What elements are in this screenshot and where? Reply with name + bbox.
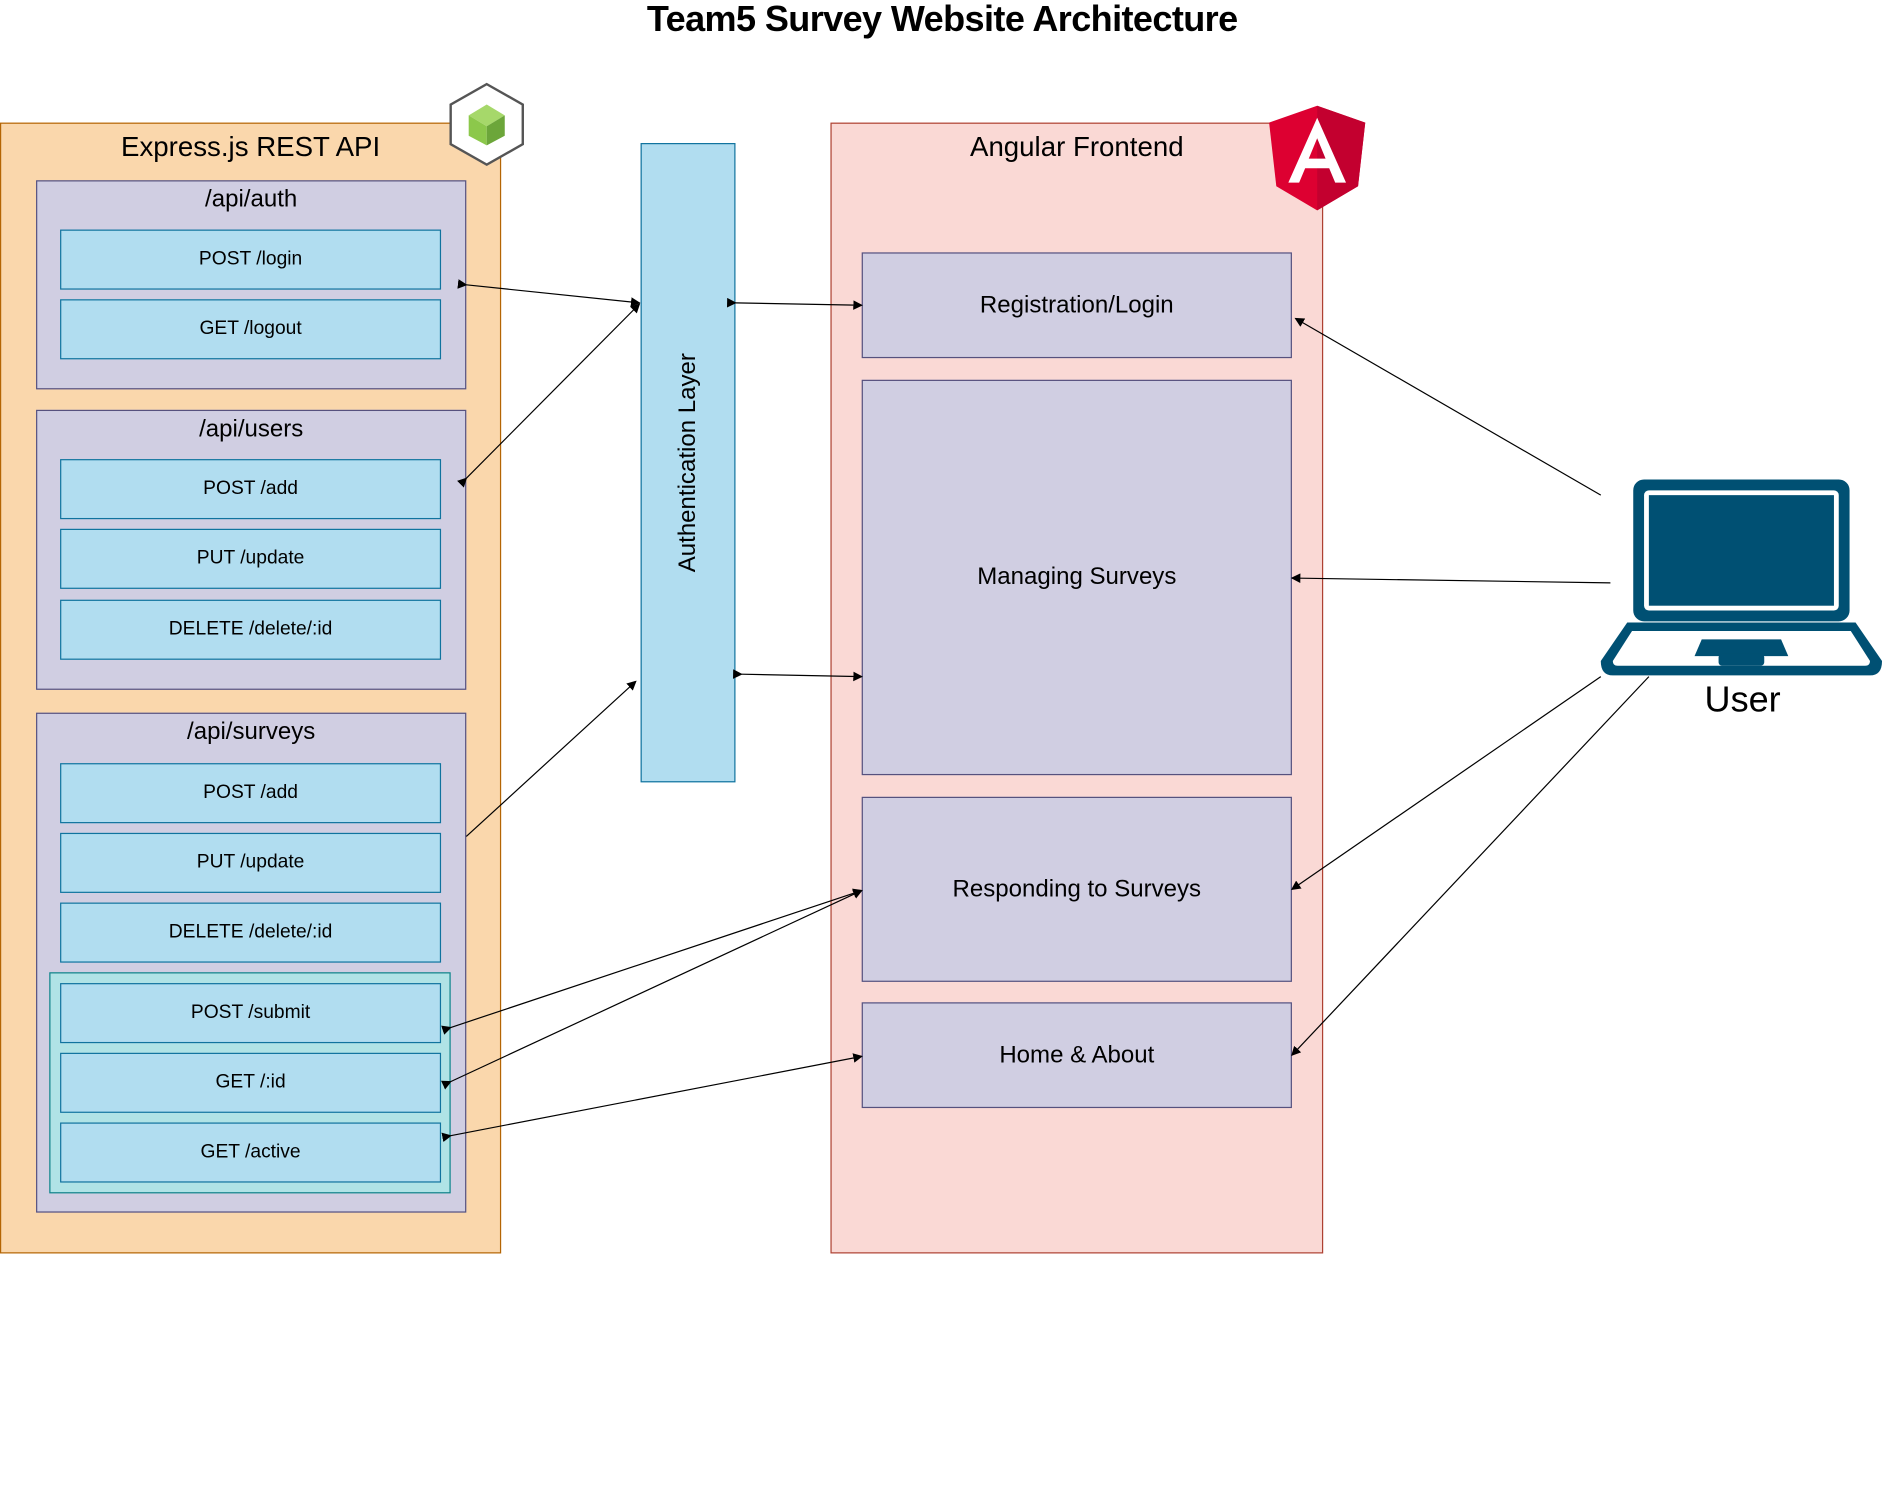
endpoint-surveys-submit: POST /submit bbox=[60, 983, 442, 1044]
connector-user-to-managing bbox=[1290, 573, 1611, 584]
authentication-layer: Authentication Layer bbox=[640, 143, 736, 783]
endpoint-surveys-get-active: GET /active bbox=[60, 1122, 442, 1183]
api-surveys-group-title: /api/surveys bbox=[187, 718, 316, 746]
connector-user-to-responding bbox=[1290, 676, 1602, 891]
endpoint-users-update: PUT /update bbox=[60, 528, 442, 589]
connector-user-to-home bbox=[1291, 676, 1650, 1057]
connectors bbox=[441, 279, 1650, 1143]
express-panel-title: Express.js REST API bbox=[121, 130, 381, 163]
connector-active-to-home bbox=[441, 1053, 863, 1143]
api-users-group-title: /api/users bbox=[199, 415, 304, 443]
connector-layer-to-registration bbox=[726, 297, 863, 310]
angular-icon bbox=[1269, 105, 1366, 211]
connector-user-to-registration bbox=[1294, 317, 1602, 496]
connector-submit-to-responding bbox=[441, 888, 863, 1035]
endpoint-surveys-update: PUT /update bbox=[60, 832, 442, 893]
endpoint-surveys-add: POST /add bbox=[60, 763, 442, 824]
connector-layer-to-managing bbox=[733, 669, 863, 682]
connector-auth-to-layer bbox=[457, 279, 641, 307]
connector-getid-to-responding bbox=[441, 889, 863, 1090]
endpoint-users-add: POST /add bbox=[60, 459, 442, 520]
connector-users-to-layer bbox=[456, 303, 641, 488]
endpoint-users-delete: DELETE /delete/:id bbox=[60, 599, 442, 660]
nodejs-icon bbox=[449, 82, 524, 167]
connector-surveys-to-layer bbox=[465, 680, 637, 837]
laptop-icon bbox=[1600, 479, 1883, 676]
fe-registration-login: Registration/Login bbox=[861, 252, 1292, 359]
angular-panel-title: Angular Frontend bbox=[970, 130, 1184, 163]
endpoint-auth-login: POST /login bbox=[60, 229, 442, 290]
endpoint-surveys-delete: DELETE /delete/:id bbox=[60, 902, 442, 963]
user-label: User bbox=[1704, 680, 1781, 720]
fe-home-about: Home & About bbox=[861, 1002, 1292, 1109]
diagram-title: Team5 Survey Website Architecture bbox=[646, 0, 1238, 40]
api-auth-group-title: /api/auth bbox=[205, 186, 298, 213]
fe-managing-surveys: Managing Surveys bbox=[861, 379, 1292, 776]
endpoint-auth-logout: GET /logout bbox=[60, 299, 442, 360]
endpoint-surveys-get-id: GET /:id bbox=[60, 1052, 442, 1113]
